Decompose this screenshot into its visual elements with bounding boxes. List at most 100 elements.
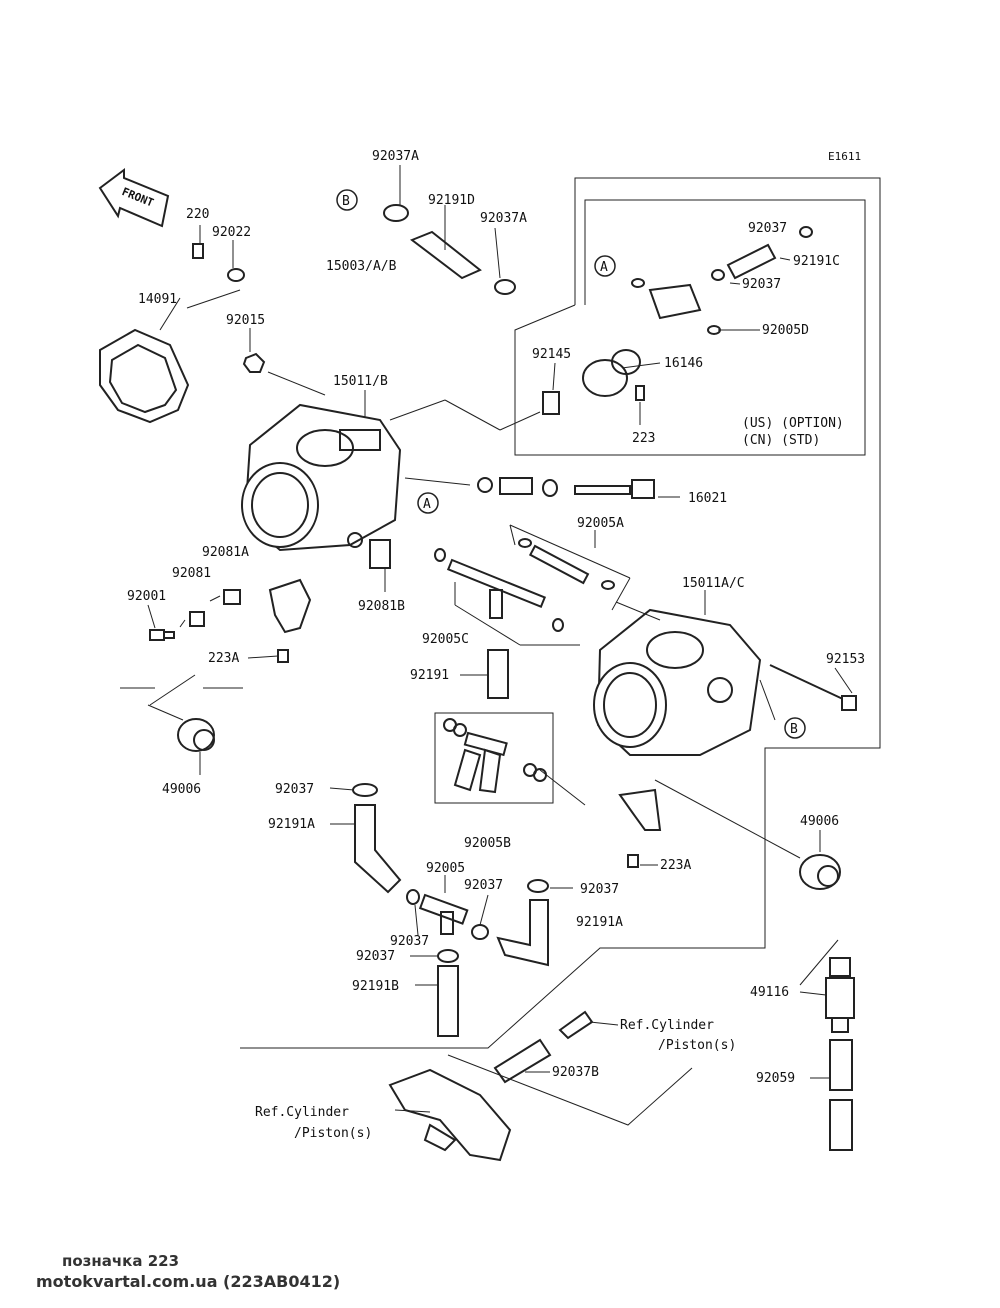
label-15011AC: 15011A/C <box>682 576 745 591</box>
washer-92022-icon <box>227 268 245 282</box>
label-92191C: 92191C <box>793 254 840 269</box>
cylinder-ref-icon <box>388 1068 512 1162</box>
label-92191: 92191 <box>410 668 449 683</box>
hose-92037B-icon <box>493 1038 552 1084</box>
label-92005: 92005 <box>426 861 465 876</box>
label-92191D: 92191D <box>428 193 475 208</box>
damper-49006-left-icon <box>177 718 215 752</box>
label-92037-r1: 92037 <box>748 221 787 236</box>
callout-A-mid: A <box>417 492 439 514</box>
bolt-92153-icon <box>769 664 857 711</box>
screw-220-icon <box>192 243 204 259</box>
leader-lines <box>120 165 853 1113</box>
label-92005D: 92005D <box>762 323 809 338</box>
label-220: 220 <box>186 207 209 222</box>
label-92037-m4: 92037 <box>390 934 429 949</box>
hose-92059-icon <box>829 1039 853 1151</box>
group-outlines <box>240 177 881 1126</box>
label-92005A: 92005A <box>577 516 624 531</box>
hose-92191A-right-icon <box>496 879 549 967</box>
bolt-ref-cylinder-icon <box>558 1010 594 1040</box>
label-ref-cylinder-2b: /Piston(s) <box>294 1126 372 1141</box>
fitting-92005D-icon <box>631 226 813 335</box>
label-92081A: 92081A <box>202 545 249 560</box>
label-92153: 92153 <box>826 652 865 667</box>
label-92037A-2: 92037A <box>480 211 527 226</box>
label-92037-m5: 92037 <box>356 949 395 964</box>
filter-49116-icon <box>825 957 855 1033</box>
carburetor-right-icon <box>593 608 762 756</box>
label-92081B: 92081B <box>358 599 405 614</box>
label-92081: 92081 <box>172 566 211 581</box>
fitting-92005B-inset-icon <box>443 718 547 794</box>
spring-92081B-icon <box>369 539 391 569</box>
label-92037B: 92037B <box>552 1065 599 1080</box>
screw-92001-icon <box>149 629 175 641</box>
label-92059: 92059 <box>756 1071 795 1086</box>
label-49116: 49116 <box>750 985 789 1000</box>
label-49006-1: 49006 <box>162 782 201 797</box>
bolt-223A-right-icon <box>627 854 639 868</box>
fitting-92005C-icon <box>434 548 564 632</box>
label-15011B: 15011/B <box>333 374 388 389</box>
label-92037A-top: 92037A <box>372 149 419 164</box>
gasket-14091-icon <box>99 328 190 424</box>
label-223A-1: 223A <box>208 651 239 666</box>
fitting-92005A-icon <box>518 538 615 590</box>
hose-92191B-icon <box>437 949 459 1037</box>
label-ref-cylinder-2a: Ref.Cylinder <box>255 1105 349 1120</box>
hose-92191D-icon <box>383 204 516 295</box>
label-92015: 92015 <box>226 313 265 328</box>
label-92005B: 92005B <box>464 836 511 851</box>
fitting-92005-icon <box>406 889 489 940</box>
svg-text:B: B <box>342 194 350 209</box>
svg-text:A: A <box>600 260 608 275</box>
label-92191A-1: 92191A <box>268 817 315 832</box>
label-option-us: (US) (OPTION) <box>742 416 844 431</box>
label-223A-2: 223A <box>660 858 691 873</box>
label-92037-m2: 92037 <box>464 878 503 893</box>
label-223: 223 <box>632 431 655 446</box>
label-ref-cylinder-1b: /Piston(s) <box>658 1038 736 1053</box>
label-16146: 16146 <box>664 356 703 371</box>
front-arrow-icon: FRONT <box>98 168 170 228</box>
label-15003: 15003/A/B <box>326 259 397 274</box>
label-92191A-2: 92191A <box>576 915 623 930</box>
jet-set-16021-icon <box>477 477 655 499</box>
valve-16146-icon <box>542 349 645 415</box>
carburetor-left-icon <box>241 403 402 552</box>
nut-92015-icon <box>242 352 266 373</box>
callout-A-top: A <box>594 255 616 277</box>
svg-text:B: B <box>790 722 798 737</box>
callout-A-1: B <box>336 189 358 211</box>
label-92001: 92001 <box>127 589 166 604</box>
label-92022: 92022 <box>212 225 251 240</box>
label-92145: 92145 <box>532 347 571 362</box>
hose-92191-icon <box>487 649 509 699</box>
bracket-right-icon <box>618 788 662 831</box>
spring-92081-icon <box>189 611 205 627</box>
label-16021: 16021 <box>688 491 727 506</box>
label-92191B: 92191B <box>352 979 399 994</box>
label-option-cn: (CN) (STD) <box>742 433 820 448</box>
hose-92191A-left-icon <box>352 783 402 894</box>
svg-text:A: A <box>423 497 431 512</box>
footer-source: motokvartal.com.ua (223AB0412) <box>36 1272 341 1291</box>
callout-B-right: B <box>784 717 806 739</box>
label-92037-r2: 92037 <box>742 277 781 292</box>
label-92005C: 92005C <box>422 632 469 647</box>
label-ref-cylinder-1a: Ref.Cylinder <box>620 1018 714 1033</box>
part-labels: 92037A E1611 92191D 92037A 15003/A/B 220… <box>127 149 865 1141</box>
footer-note: позначка 223 <box>62 1252 180 1270</box>
diagram-code: E1611 <box>828 150 861 163</box>
label-92037-m3: 92037 <box>580 882 619 897</box>
bolt-223A-left-icon <box>277 649 289 663</box>
bracket-left-icon <box>268 578 312 634</box>
damper-49006-right-icon <box>799 854 841 890</box>
label-49006-2: 49006 <box>800 814 839 829</box>
spring-92081A-icon <box>223 589 241 605</box>
label-92037-m1: 92037 <box>275 782 314 797</box>
label-14091: 14091 <box>138 292 177 307</box>
